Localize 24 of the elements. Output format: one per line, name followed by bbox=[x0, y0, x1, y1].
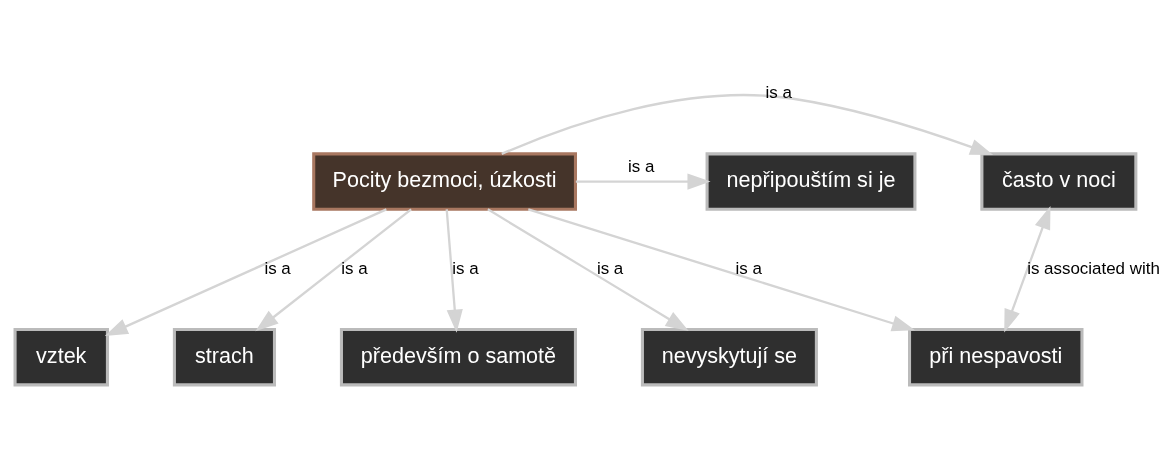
arrow bbox=[445, 208, 463, 333]
arrow bbox=[487, 207, 689, 331]
edge-label: is a bbox=[264, 258, 291, 278]
edge-label: is a bbox=[765, 82, 792, 102]
node-box: především o samotě bbox=[339, 327, 577, 386]
node-box: často v noci bbox=[980, 151, 1138, 211]
node-box: Pocity bezmoci, úzkosti bbox=[312, 151, 577, 211]
arrow bbox=[255, 207, 412, 331]
edge-label: is associated with bbox=[1027, 258, 1160, 278]
node-box: nepřipouštím si je bbox=[705, 151, 917, 211]
arrow bbox=[501, 93, 994, 155]
node-box: vztek bbox=[13, 327, 109, 386]
node-box: nevyskytují se bbox=[640, 327, 818, 386]
node-box: strach bbox=[172, 327, 276, 386]
node-box: při nespavosti bbox=[908, 327, 1084, 386]
arrow bbox=[1004, 205, 1051, 332]
edge-label: is a bbox=[735, 258, 762, 278]
edge-label: is a bbox=[452, 258, 479, 278]
edge-label: is a bbox=[596, 258, 624, 278]
arrow bbox=[527, 207, 916, 331]
edge-label: is a bbox=[628, 156, 655, 176]
edge-label: is a bbox=[341, 258, 368, 278]
arrow bbox=[104, 207, 387, 336]
arrow bbox=[575, 173, 711, 190]
